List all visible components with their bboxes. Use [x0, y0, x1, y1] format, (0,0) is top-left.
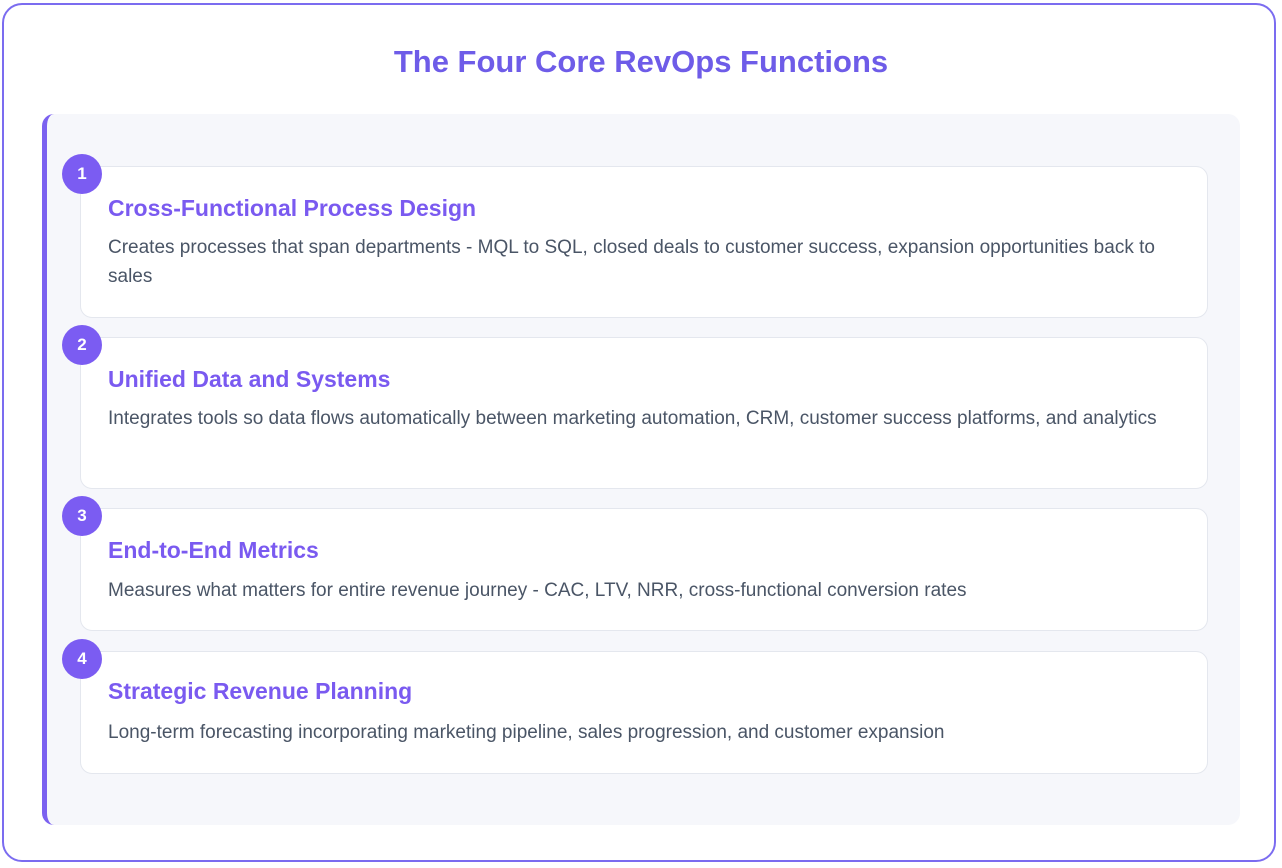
function-description: Long-term forecasting incorporating mark…: [108, 722, 945, 743]
function-title: Unified Data and Systems: [108, 366, 391, 392]
function-description: Integrates tools so data flows automatic…: [108, 408, 1157, 429]
function-title: Cross-Functional Process Design: [108, 195, 477, 221]
function-title: End-to-End Metrics: [108, 537, 319, 563]
step-number-badge: 3: [62, 496, 102, 536]
step-number-badge: 1: [62, 154, 102, 194]
function-card-1: Cross-Functional Process Design Creates …: [80, 166, 1208, 318]
page-title: The Four Core RevOps Functions: [393, 44, 889, 79]
function-card-4: Strategic Revenue Planning Long-term for…: [80, 651, 1208, 774]
function-card-3: End-to-End Metrics Measures what matters…: [80, 508, 1208, 631]
step-number-badge: 2: [62, 325, 102, 365]
function-description: Creates processes that span departments …: [108, 237, 1155, 287]
step-number-badge: 4: [62, 639, 102, 679]
function-description: Measures what matters for entire revenue…: [108, 580, 967, 601]
function-title: Strategic Revenue Planning: [108, 678, 413, 704]
function-card-2: Unified Data and Systems Integrates tool…: [80, 337, 1208, 489]
